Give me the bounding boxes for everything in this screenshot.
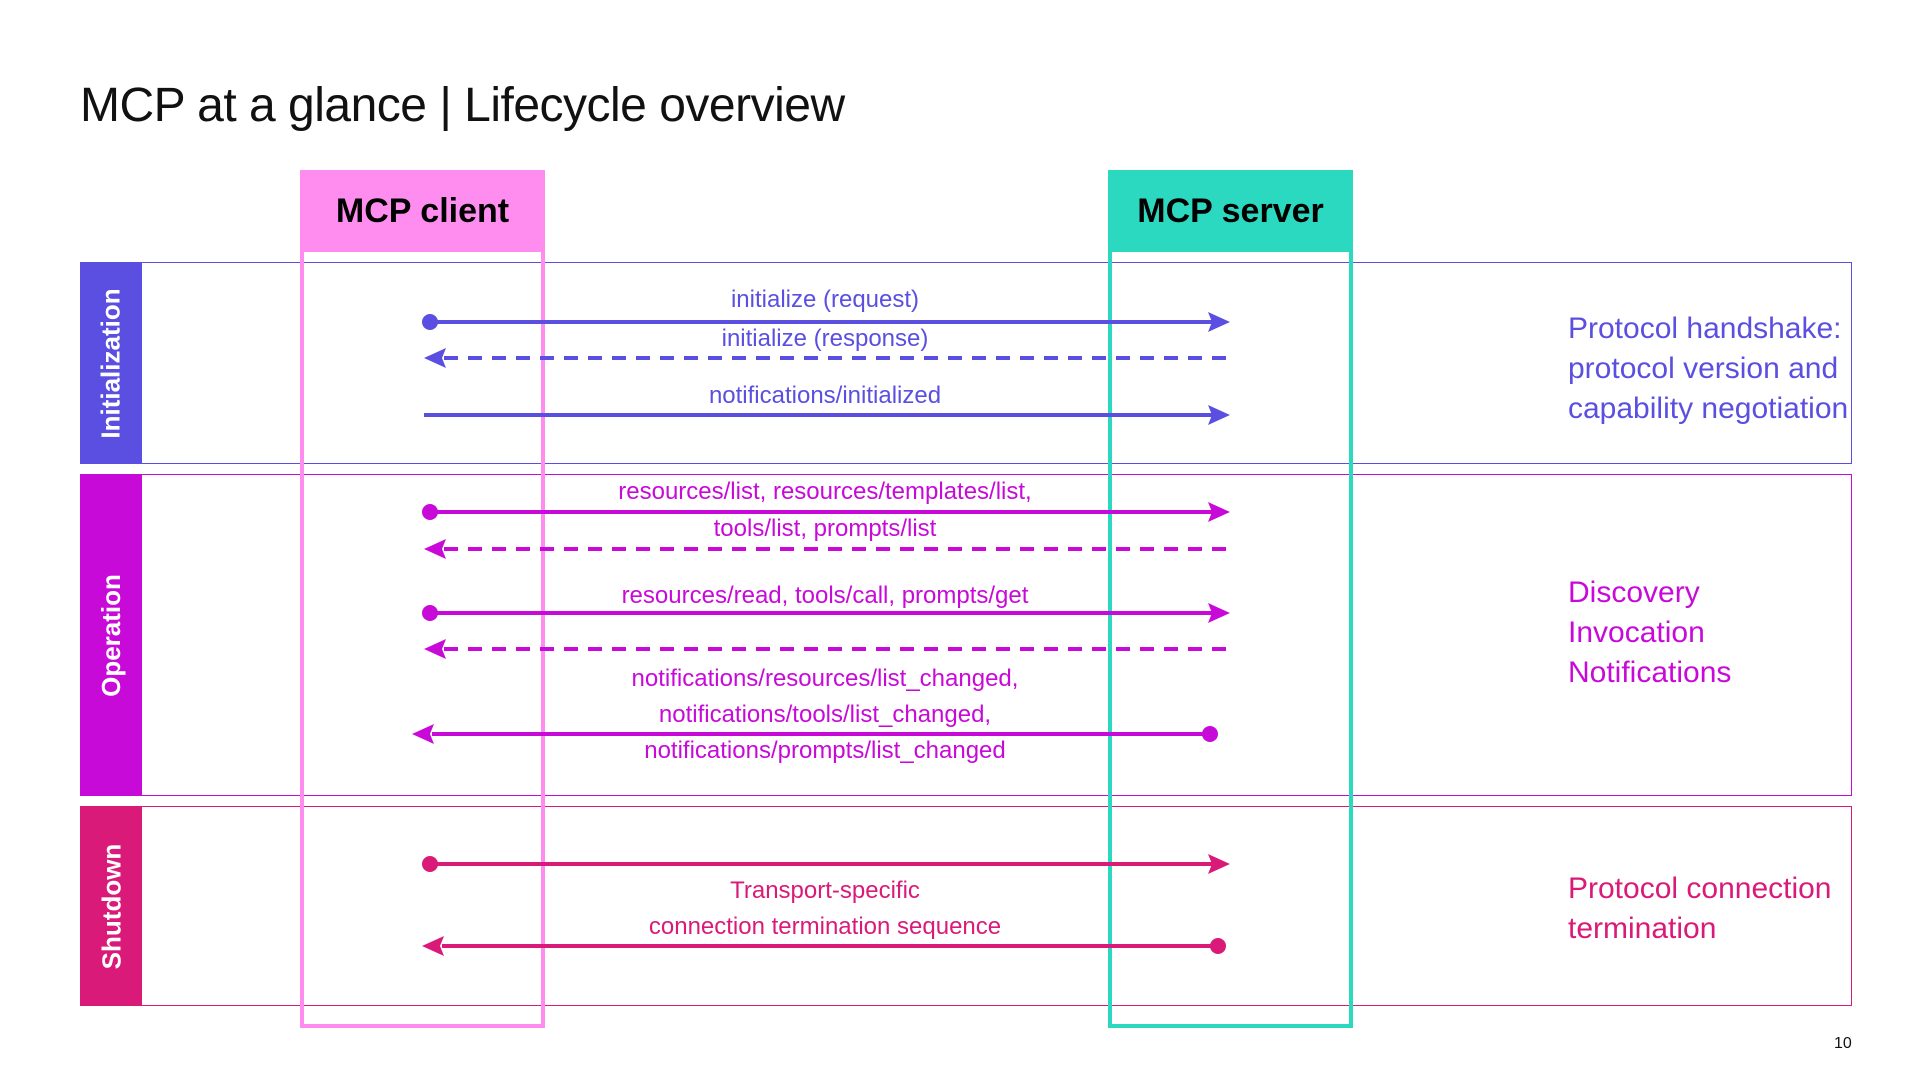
phase-initialization: Initialization Protocol handshake: proto… [80, 262, 1852, 464]
label-invoke: resources/read, tools/call, prompts/get [621, 582, 1029, 609]
arrow-invoke-request [422, 603, 1230, 623]
arrow-list-response [424, 539, 1230, 559]
server-header: MCP server [1108, 170, 1353, 252]
arrow-list-request [422, 502, 1230, 522]
phase-description-operation: Discovery Invocation Notifications [1568, 573, 1908, 693]
phase-description-shutdown: Protocol connection termination [1568, 869, 1908, 949]
label-shutdown-line1: Transport-specific [730, 877, 920, 904]
description-line: termination [1568, 912, 1717, 945]
phase-tab-shutdown: Shutdown [81, 807, 142, 1005]
arrow-notifications-initialized [424, 405, 1230, 425]
description-line: Invocation [1568, 616, 1705, 649]
arrow-initialize-request [422, 312, 1230, 332]
description-line: Protocol handshake: [1568, 312, 1842, 345]
label-list-line2: tools/list, prompts/list [713, 515, 937, 542]
phase-description-initialization: Protocol handshake: protocol version and… [1568, 309, 1908, 429]
label-notify-line2: notifications/tools/list_changed, [658, 701, 992, 728]
slide-title: MCP at a glance | Lifecycle overview [80, 79, 845, 132]
page-number: 10 [1834, 1035, 1852, 1052]
arrow-shutdown-termination [422, 936, 1226, 956]
label-list-line1: resources/list, resources/templates/list… [618, 478, 1032, 505]
phase-tab-operation: Operation [81, 475, 142, 795]
client-lane: MCP client [300, 170, 545, 1028]
label-notify-line3: notifications/prompts/list_changed [644, 737, 1006, 764]
server-lane: MCP server [1108, 170, 1353, 1028]
description-line: Notifications [1568, 656, 1732, 689]
phase-tab-initialization: Initialization [81, 263, 142, 463]
description-line: Discovery [1568, 576, 1700, 609]
description-line: Protocol connection [1568, 872, 1832, 905]
phase-shutdown: Shutdown Protocol connection termination [80, 806, 1852, 1006]
arrow-invoke-response [424, 639, 1230, 659]
description-line: capability negotiation [1568, 392, 1849, 425]
description-line: protocol version and [1568, 352, 1839, 385]
arrow-initialize-response [424, 348, 1230, 368]
arrow-shutdown-request [422, 854, 1230, 874]
label-shutdown-line2: connection termination sequence [648, 913, 1002, 940]
label-notifications-initialized: notifications/initialized [708, 382, 942, 409]
label-notify-line1: notifications/resources/list_changed, [631, 665, 1019, 692]
arrow-list-changed-notification [412, 724, 1218, 744]
phase-operation: Operation Discovery Invocation Notificat… [80, 474, 1852, 796]
client-header: MCP client [300, 170, 545, 252]
label-initialize-request: initialize (request) [730, 286, 920, 313]
label-initialize-response: initialize (response) [721, 325, 929, 352]
